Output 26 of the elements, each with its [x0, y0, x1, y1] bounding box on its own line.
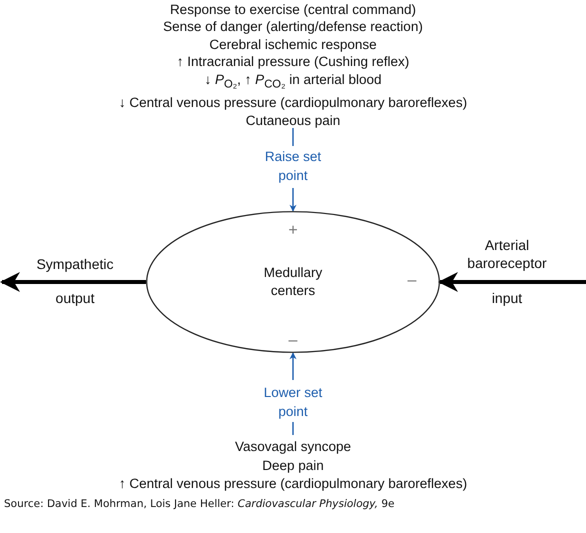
condition-text: Cutaneous pain	[246, 112, 340, 130]
condition-text: Cerebral ischemic response	[209, 36, 377, 54]
sign-label: +	[287, 222, 299, 240]
condition-text: ↑ Central venous pressure (cardiopulmonary baroreflexes)	[118, 475, 468, 494]
set-point-label: Lower set point	[262, 384, 324, 421]
arrow	[438, 272, 586, 292]
node-label: Medullary centers	[262, 264, 324, 300]
arrow	[290, 188, 296, 212]
condition-text: Vasovagal syncope	[234, 438, 352, 456]
arrow-label: Arterial baroreceptor	[466, 236, 548, 272]
arrow-label: Sympathetic	[35, 255, 115, 273]
sign-label: –	[288, 332, 298, 350]
sign-label: –	[406, 272, 418, 290]
arrow	[290, 352, 296, 380]
arrow-label: output	[54, 289, 96, 307]
arrow	[0, 272, 146, 292]
condition-text: Sense of danger (alerting/defense reaction)	[163, 18, 423, 36]
source-caption: Source: David E. Mohrman, Lois Jane Heller: Cardiovascular Physiology, 9e	[4, 498, 395, 510]
condition-text: Response to exercise (central command)	[170, 0, 416, 18]
condition-text: Deep pain	[262, 456, 324, 475]
condition-text: ↓ Central venous pressure (cardiopulmonary baroreflexes)	[118, 94, 468, 112]
condition-text: ↑ Intracranial pressure (Cushing reflex)	[176, 53, 410, 71]
condition-text: ↓ P$_{O₂}$, ↑ P$_{CO₂}$ in arterial blood	[204, 70, 382, 93]
medullary-centers-ellipse	[146, 211, 440, 353]
set-point-label: Raise set point	[264, 148, 322, 185]
arrow-label: input	[490, 289, 524, 307]
